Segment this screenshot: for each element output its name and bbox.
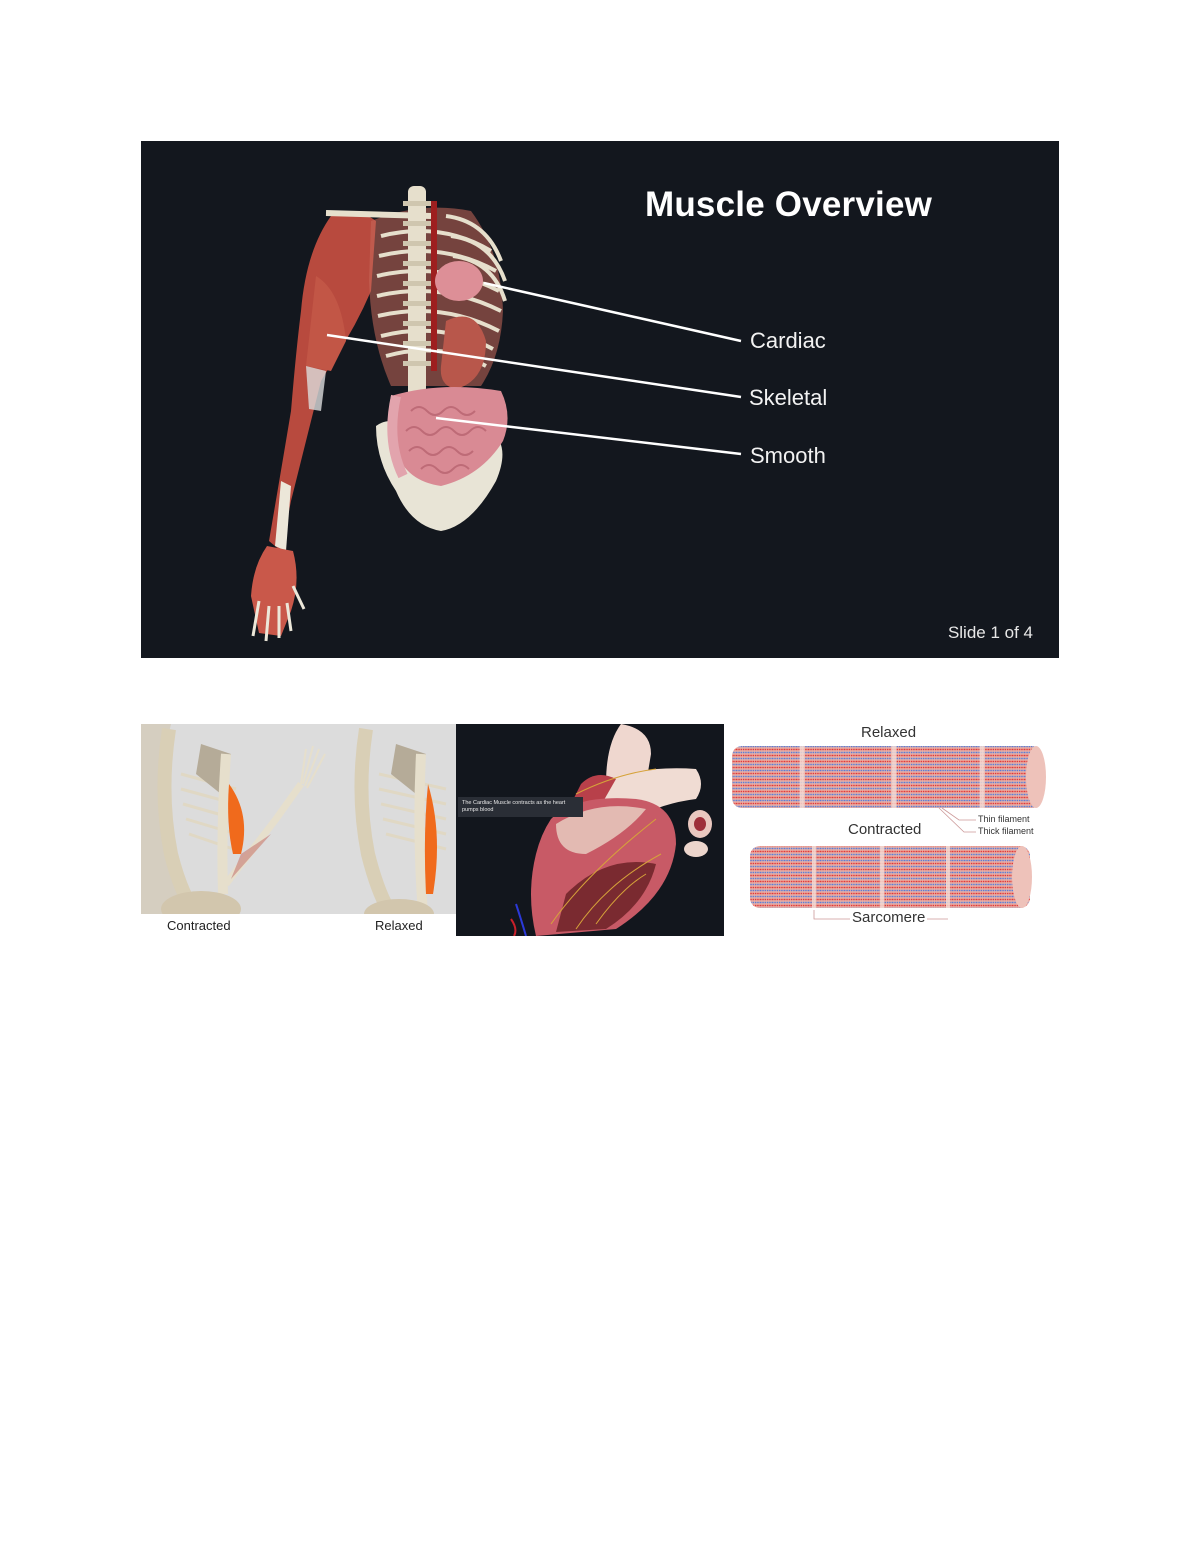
label-contracted: Contracted — [848, 821, 922, 838]
sarcomere-illustration — [732, 746, 1046, 920]
caption-relaxed: Relaxed — [375, 918, 423, 933]
caption-contracted: Contracted — [167, 918, 231, 933]
slide-counter: Slide 1 of 4 — [947, 623, 1033, 642]
label-skeletal: Skeletal — [749, 385, 828, 410]
cardiac-tooltip: The Cardiac Muscle contracts as the hear… — [458, 797, 583, 817]
intestine-figure — [387, 387, 508, 486]
label-thick-filament: Thick filament — [978, 826, 1034, 836]
label-sarcomere: Sarcomere — [850, 909, 928, 926]
label-smooth: Smooth — [750, 443, 826, 468]
slide-muscle-overview: Muscle Overview Cardiac Skeletal Smooth … — [141, 141, 1059, 658]
label-pointer-lines — [326, 281, 742, 456]
skeletal-illustration-stage — [141, 724, 456, 929]
label-cardiac: Cardiac — [750, 328, 826, 353]
arm-muscle-figure — [251, 212, 376, 642]
slide-title: Muscle Overview — [645, 185, 933, 224]
skeletal-arm-illustration — [141, 724, 447, 929]
heart-illustration — [510, 724, 712, 936]
figure-cardiac-muscle: The Cardiac Muscle contracts as the hear… — [456, 724, 724, 936]
anatomy-illustration — [251, 186, 742, 642]
figure-sarcomere: Relaxed Thin filament Thick filament Con… — [724, 724, 1060, 936]
label-relaxed: Relaxed — [861, 724, 917, 741]
label-thin-filament: Thin filament — [978, 814, 1030, 824]
figure-skeletal-contraction: Contracted Relaxed — [141, 724, 456, 936]
heart-figure — [435, 261, 483, 301]
